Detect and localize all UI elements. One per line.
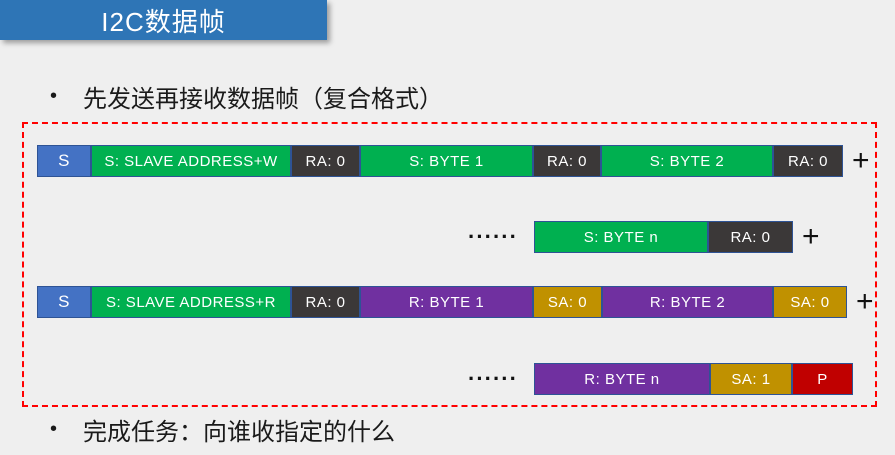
frame-segment-recv: R: BYTE 2	[602, 286, 773, 318]
frame-segment-recv: R: BYTE 1	[360, 286, 533, 318]
frame-diagram-box	[22, 122, 877, 407]
frame-segment-stop: P	[791, 363, 853, 395]
bullet-top-text: 先发送再接收数据帧（复合格式）	[83, 85, 444, 113]
frame-segment-send: S: BYTE 1	[360, 145, 533, 177]
title-banner: I2C数据帧	[0, 0, 327, 40]
ellipsis-continuation: ······	[468, 224, 518, 249]
frame-segment-ack: RA: 0	[291, 145, 360, 177]
frame-segment-ack: RA: 0	[533, 145, 601, 177]
bullet-item-bottom: • 完成任务：向谁收指定的什么	[50, 412, 395, 446]
frame-segment-mack: SA: 1	[709, 363, 792, 395]
frame-segment-ack: RA: 0	[291, 286, 360, 318]
plus-concatenation-sign: +	[801, 220, 820, 253]
bullet-bottom-text: 完成任务：向谁收指定的什么	[83, 418, 396, 446]
frame-segment-send: S: BYTE n	[533, 221, 708, 253]
frame-segment-mack: SA: 0	[533, 286, 602, 318]
frame-segment-ack: RA: 0	[707, 221, 793, 253]
frame-segment-start: S	[37, 145, 91, 177]
plus-concatenation-sign: +	[856, 285, 874, 318]
page-title: I2C数据帧	[101, 6, 226, 37]
frame-segment-ack: RA: 0	[773, 145, 843, 177]
frame-segment-mack: SA: 0	[773, 286, 847, 318]
frame-segment-send: S: SLAVE ADDRESS+R	[91, 286, 291, 318]
frame-segment-recv: R: BYTE n	[533, 363, 710, 395]
bullet-icon: •	[50, 85, 58, 107]
ellipsis-continuation: ······	[468, 366, 518, 391]
bullet-icon: •	[50, 418, 58, 440]
plus-concatenation-sign: +	[852, 144, 870, 177]
frame-segment-send: S: BYTE 2	[601, 145, 773, 177]
frame-segment-start: S	[37, 286, 91, 318]
bullet-item-top: • 先发送再接收数据帧（复合格式）	[50, 79, 443, 113]
frame-segment-send: S: SLAVE ADDRESS+W	[91, 145, 291, 177]
